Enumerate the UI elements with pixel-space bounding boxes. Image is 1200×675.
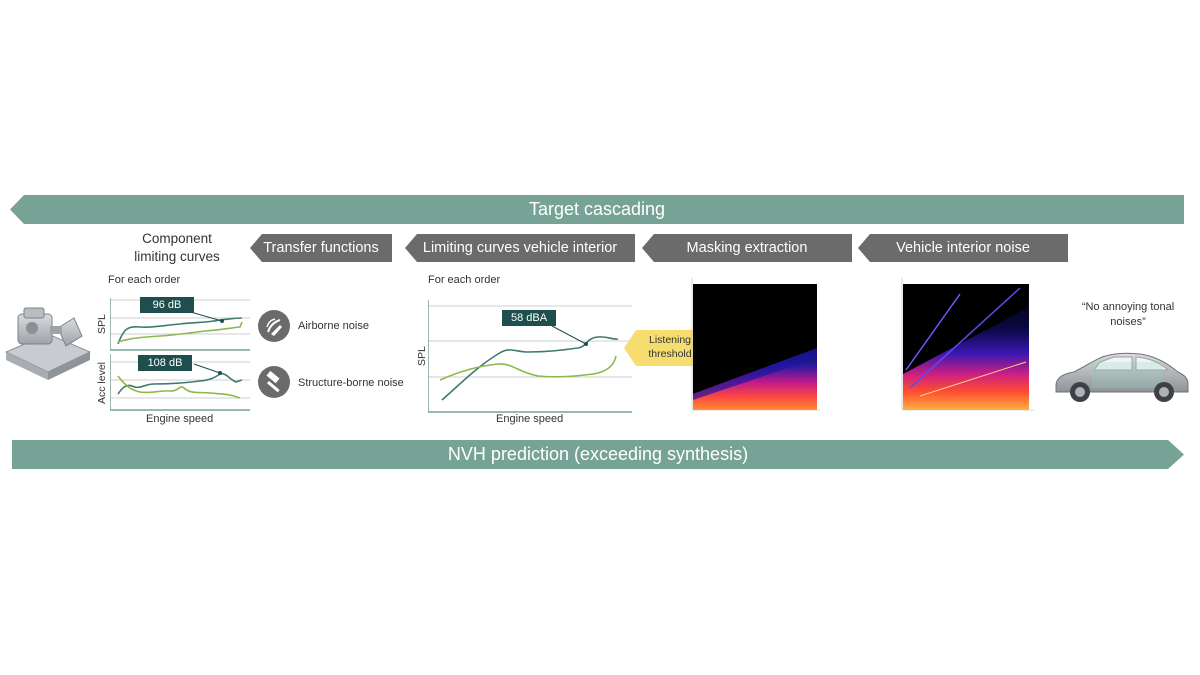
middle-order-label: For each order	[428, 274, 501, 286]
peak-marker	[218, 371, 222, 375]
middle-ylabel: SPL	[416, 346, 428, 366]
badge-leader	[551, 325, 587, 345]
limit-curve	[117, 317, 243, 345]
left-order-label: For each order	[108, 274, 181, 286]
nvh-prediction-banner: NVH prediction (exceeding synthesis)	[12, 440, 1184, 469]
badge-leader	[193, 363, 221, 374]
interior-noise-spectrogram	[901, 278, 1034, 411]
component-curve	[117, 321, 243, 343]
component-curve	[117, 375, 241, 399]
masking-spectrogram	[691, 278, 820, 411]
middle-chart	[428, 300, 632, 413]
chevron-shape	[405, 234, 635, 262]
target-cascading-label: Target cascading	[528, 199, 666, 219]
car-illustration	[1055, 352, 1189, 402]
threshold-label: Listening threshold	[648, 334, 692, 360]
limit-curve	[117, 372, 243, 395]
step-limiting-interior: Limiting curves vehicle interior	[405, 234, 635, 262]
left-arrow-shape	[10, 195, 1184, 224]
quote-text: “No annoying tonal noises”	[1081, 301, 1175, 328]
airborne-label: Airborne noise	[298, 320, 369, 332]
airborne-icon	[258, 310, 290, 342]
step-vehicle-interior-noise: Vehicle interior noise	[858, 234, 1068, 262]
left-top-ylabel: SPL	[96, 314, 108, 334]
interior-limit-curve	[441, 336, 619, 401]
bottom-db-badge: 108 dB	[138, 355, 192, 371]
step-transfer-functions: Transfer functions	[250, 234, 392, 262]
step-transfer-label: Transfer functions	[263, 240, 379, 256]
chevron-shape	[642, 234, 852, 262]
peak-marker	[584, 342, 588, 346]
right-arrow-shape	[12, 440, 1184, 469]
peak-marker	[220, 319, 224, 323]
step-limiting-label: Limiting curves vehicle interior	[422, 240, 618, 256]
step-masking-extraction: Masking extraction	[642, 234, 852, 262]
step-interior-noise-label: Vehicle interior noise	[896, 240, 1030, 256]
left-xlabel: Engine speed	[146, 413, 214, 425]
middle-xlabel: Engine speed	[496, 413, 564, 425]
nvh-prediction-label: NVH prediction (exceeding synthesis)	[447, 444, 749, 464]
target-cascading-banner: Target cascading	[10, 195, 1184, 224]
chevron-shape	[250, 234, 392, 262]
structure-label: Structure-borne noise	[298, 377, 404, 389]
hammer-icon	[258, 366, 290, 398]
engine-test-rig-illustration	[4, 307, 92, 380]
component-title: Component limiting curves	[134, 231, 220, 264]
chevron-shape	[858, 234, 1068, 262]
step-masking-label: Masking extraction	[686, 240, 808, 256]
dba-badge: 58 dBA	[502, 310, 556, 326]
left-bottom-ylabel: Acc level	[96, 361, 108, 404]
interior-level-curve	[439, 355, 617, 381]
top-db-badge: 96 dB	[140, 297, 194, 313]
threshold-callout-shape	[624, 330, 702, 366]
